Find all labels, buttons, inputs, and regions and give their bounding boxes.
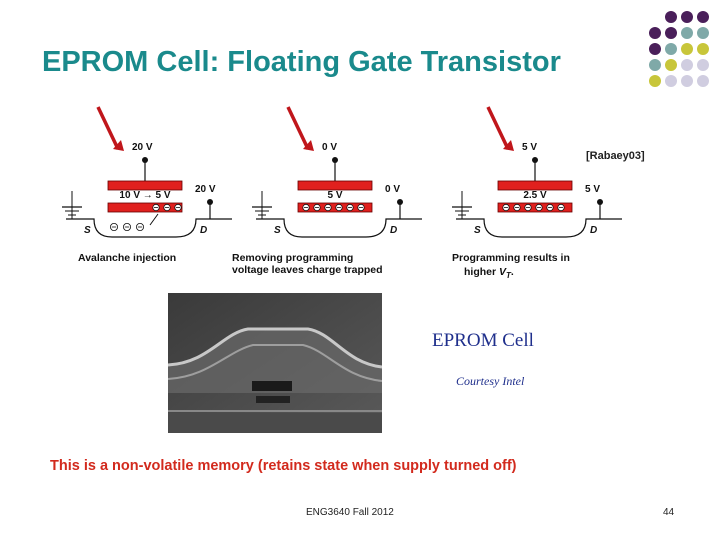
eprom-cell-micrograph xyxy=(168,293,382,433)
substrate-outline xyxy=(456,218,622,238)
transistor-diagram-3: 5 V 2.5 V 5 V S D Programming results in highe… xyxy=(452,106,622,280)
decor-dot xyxy=(681,43,693,55)
decor-dot xyxy=(649,27,661,39)
pointer-arrow xyxy=(286,106,310,150)
decor-dot xyxy=(665,27,677,39)
control-gate xyxy=(497,180,573,191)
decor-dot xyxy=(649,43,661,55)
gate-voltage: 5 V xyxy=(522,142,537,153)
source-label: S xyxy=(274,225,281,236)
floating-gate xyxy=(497,202,573,213)
floating-gate-voltage: 5 V xyxy=(327,190,342,201)
nonvolatile-note: This is a non-volatile memory (retains s… xyxy=(50,458,517,474)
citation-label: [Rabaey03] xyxy=(586,150,645,162)
injection-arrow xyxy=(149,213,159,226)
decor-dot xyxy=(665,59,677,71)
diagram-caption: Programming results in xyxy=(452,252,570,264)
drain-voltage: 5 V xyxy=(585,184,600,195)
drain-label: D xyxy=(200,225,207,236)
pointer-arrow-head xyxy=(303,140,314,151)
decor-dot xyxy=(665,11,677,23)
floating-gate xyxy=(107,202,183,213)
slide-title: EPROM Cell: Floating Gate Transistor xyxy=(42,46,561,78)
diagram-caption: voltage leaves charge trapped xyxy=(232,264,383,276)
decor-dot xyxy=(697,59,709,71)
transistor-diagram-1: 20 V 10 V → 5 V 20 V S D Avalanche injection xyxy=(62,106,232,264)
photo-credit: Courtesy Intel xyxy=(456,374,525,388)
decorative-dot-grid xyxy=(649,11,709,87)
pointer-arrow-head xyxy=(113,140,124,151)
decor-dot xyxy=(665,43,677,55)
pointer-arrow-head xyxy=(503,140,514,151)
diagram-caption: Removing programming xyxy=(232,252,353,264)
floating-gate-voltage: 10 V → 5 V xyxy=(119,190,170,201)
pointer-arrow xyxy=(96,106,120,150)
diagram-caption: Avalanche injection xyxy=(78,252,176,264)
decor-dot xyxy=(649,59,661,71)
substrate-outline xyxy=(66,218,232,238)
decor-dot xyxy=(681,11,693,23)
decor-dot xyxy=(681,59,693,71)
diagram-caption: higher VT. xyxy=(464,266,514,280)
gate-terminal xyxy=(332,157,338,163)
decor-dot xyxy=(681,75,693,87)
drain-label: D xyxy=(590,225,597,236)
drain-voltage: 0 V xyxy=(385,184,400,195)
gate-voltage: 0 V xyxy=(322,142,337,153)
floating-gate-voltage: 2.5 V xyxy=(523,190,547,201)
decor-dot xyxy=(697,43,709,55)
drain-label: D xyxy=(390,225,397,236)
source-label: S xyxy=(84,225,91,236)
decor-dot xyxy=(697,27,709,39)
gate-voltage: 20 V xyxy=(132,142,153,153)
decor-dot xyxy=(697,11,709,23)
slide-number: 44 xyxy=(663,507,675,518)
floating-gate xyxy=(297,202,373,213)
gate-terminal xyxy=(532,157,538,163)
footer-course: ENG3640 Fall 2012 xyxy=(306,507,394,518)
gate-terminal xyxy=(142,157,148,163)
decor-dot xyxy=(665,75,677,87)
control-gate xyxy=(107,180,183,191)
drain-voltage: 20 V xyxy=(195,184,216,195)
photo-title: EPROM Cell xyxy=(432,330,534,351)
source-label: S xyxy=(474,225,481,236)
control-gate xyxy=(297,180,373,191)
decor-dot xyxy=(681,27,693,39)
decor-dot xyxy=(649,75,661,87)
decor-dot xyxy=(697,75,709,87)
pointer-arrow xyxy=(486,106,510,150)
substrate-outline xyxy=(256,218,422,238)
floating-gate-diagrams: 20 V 10 V → 5 V 20 V S D Avalanche injection 0… xyxy=(62,106,622,280)
